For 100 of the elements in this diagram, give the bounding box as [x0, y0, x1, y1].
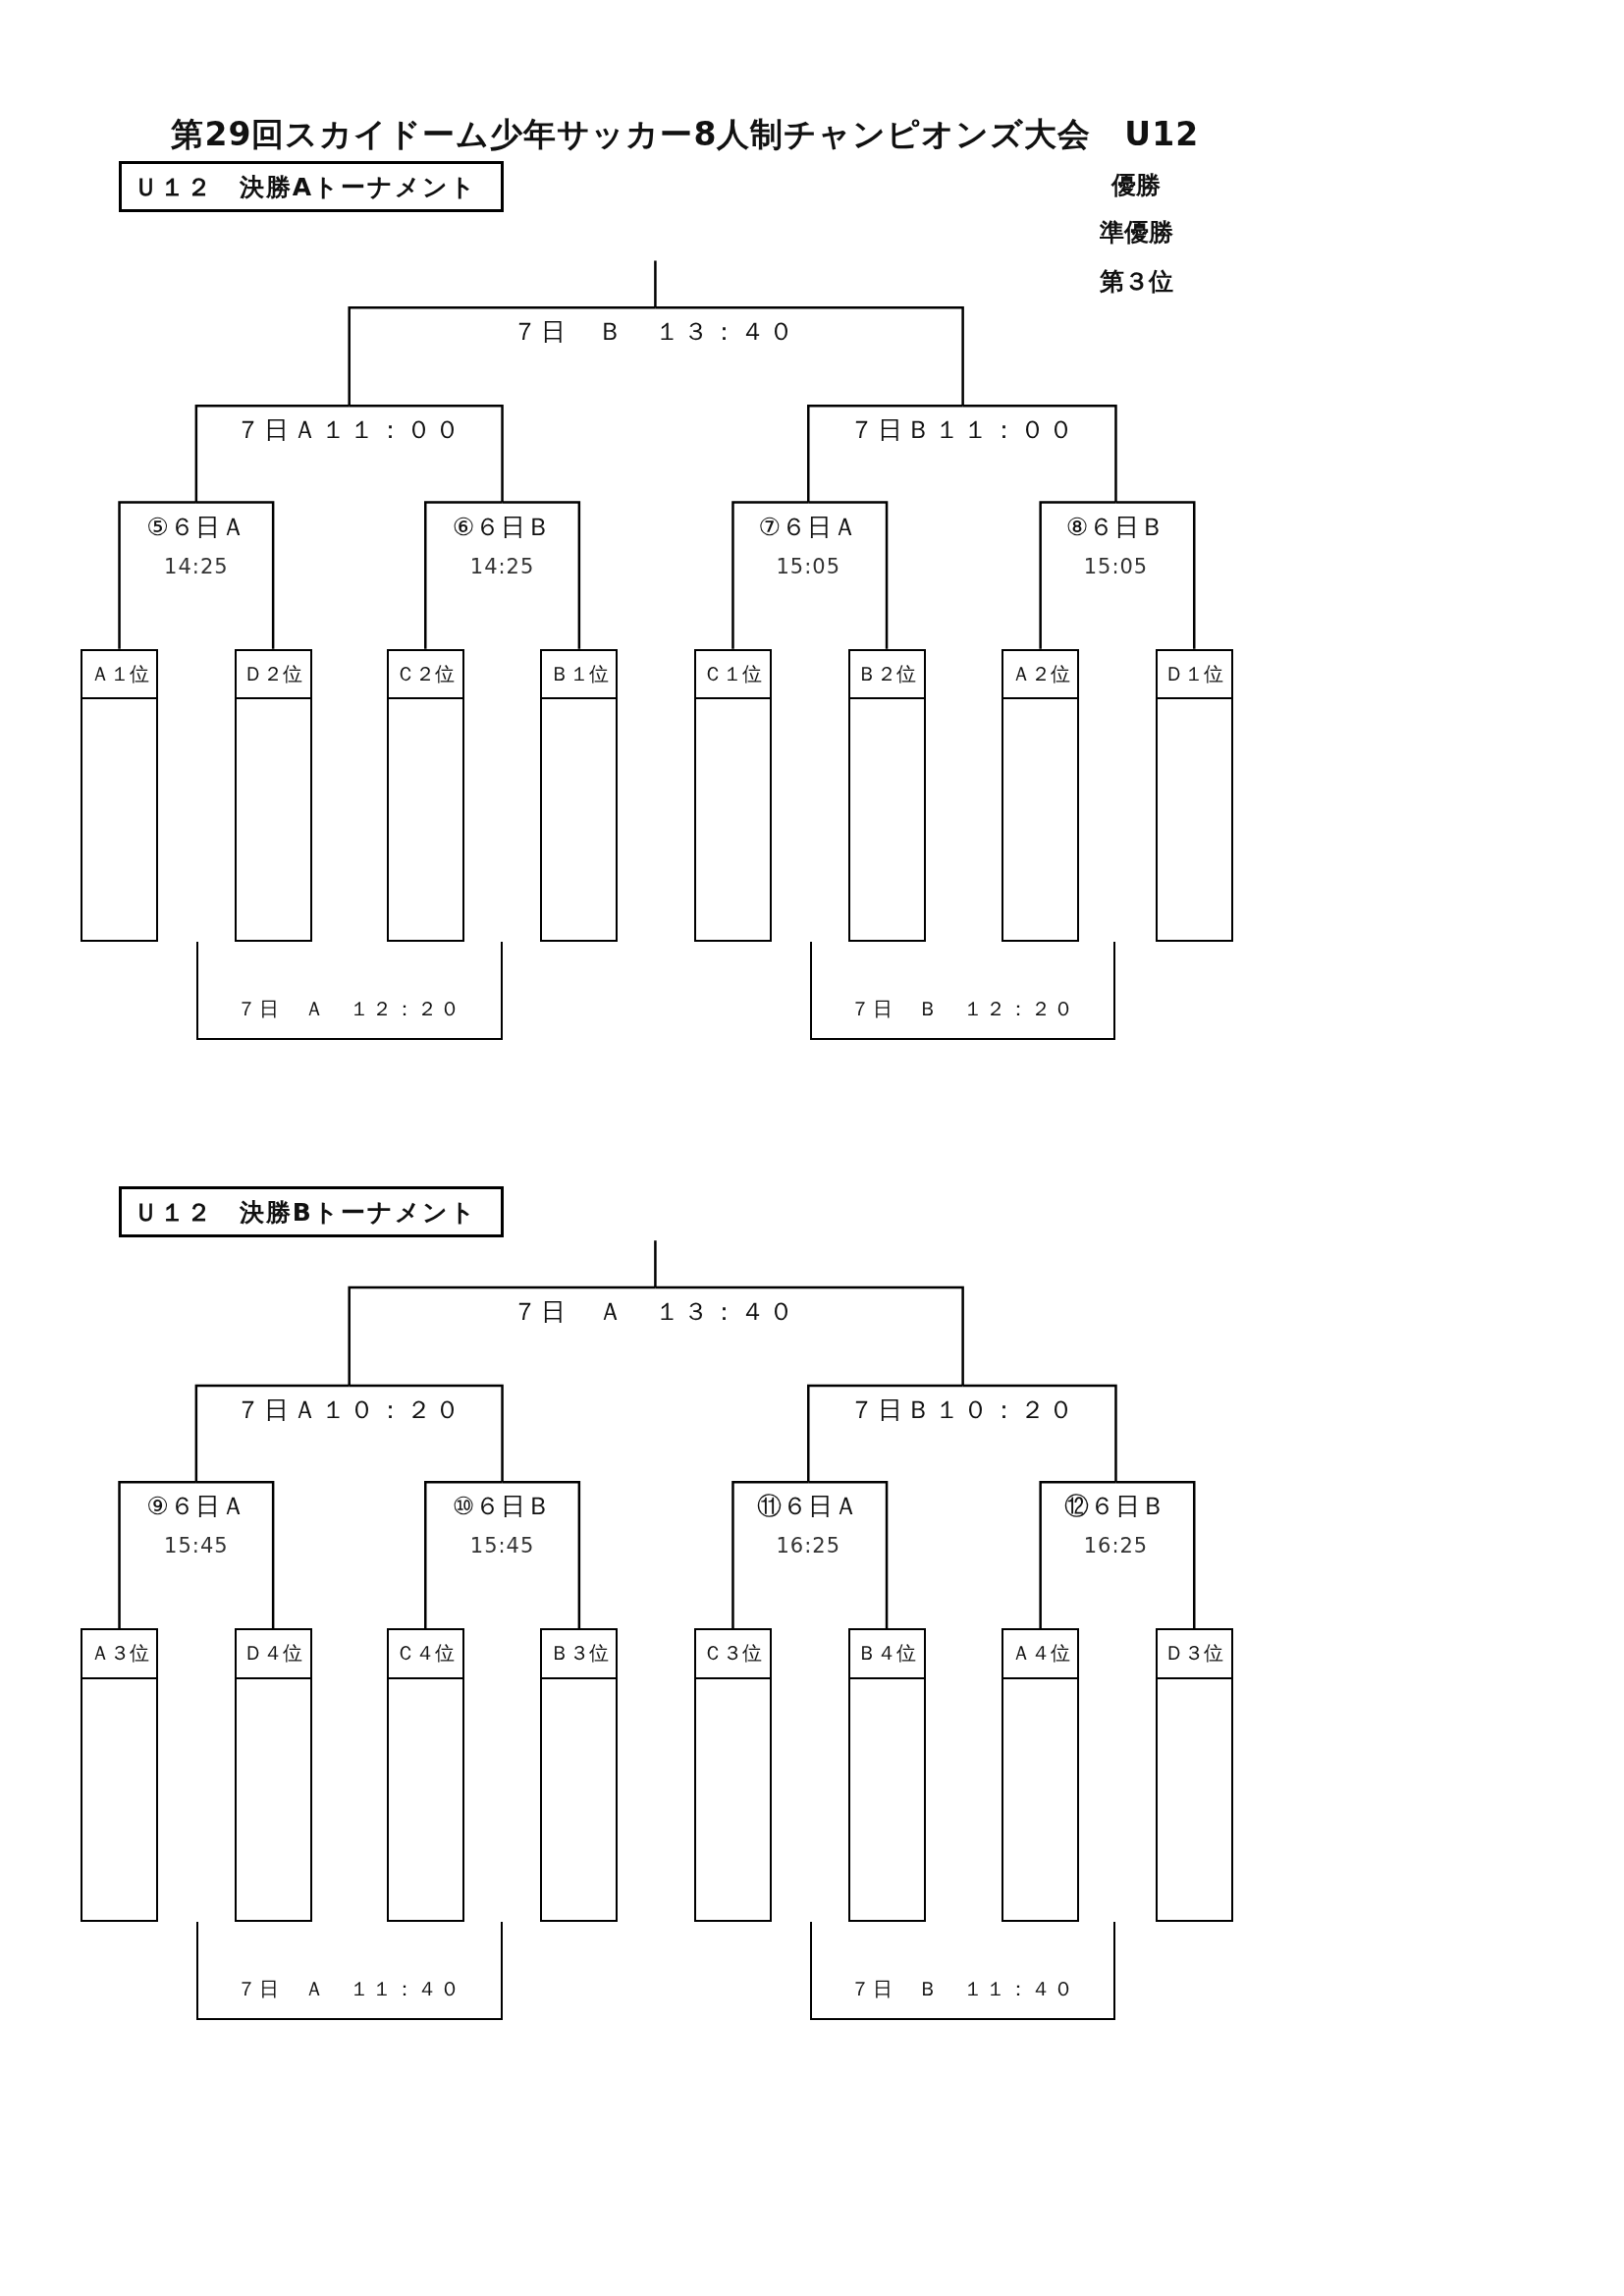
- bracket-line: [349, 404, 504, 503]
- team-box: [847, 1628, 926, 1922]
- bracket-line: [424, 501, 503, 649]
- consolation-bracket: [195, 942, 503, 1040]
- bracket-line: [654, 260, 657, 308]
- bracket-line: [731, 501, 809, 649]
- bracket-line: [962, 1384, 1117, 1483]
- bracket-line: [1115, 1481, 1196, 1629]
- slot-label: Ｄ２位: [236, 650, 310, 700]
- section-heading: Ｕ１２ 決勝Aトーナメント: [133, 171, 478, 203]
- slot-label: Ａ３位: [82, 1630, 157, 1680]
- match-time: ７日 Ａ １１：４０: [235, 1975, 463, 2002]
- match-label: ⑦６日Ａ: [757, 511, 859, 543]
- bracket-line: [807, 404, 963, 503]
- team-box: [540, 648, 619, 942]
- bracket-line: [502, 1481, 581, 1629]
- match-time: ７日 Ａ １２：２０: [235, 996, 463, 1023]
- ranking-label: 優勝: [1110, 169, 1163, 201]
- bracket-line: [195, 1481, 275, 1629]
- match-time: 15:05: [775, 554, 841, 578]
- team-box: [1001, 648, 1080, 942]
- bracket-line: [348, 1285, 656, 1386]
- match-label: ⑩６日Ｂ: [451, 1491, 554, 1523]
- bracket-line: [118, 1481, 196, 1629]
- match-label: ７日Ｂ１１：００: [847, 414, 1078, 447]
- slot-label: Ｂ４位: [849, 1630, 924, 1680]
- slot-label: Ｄ３位: [1157, 1630, 1231, 1680]
- bracket-line: [502, 501, 581, 649]
- match-label: ７日Ａ１１：００: [234, 414, 464, 447]
- consolation-bracket: [809, 942, 1116, 1040]
- team-box: [81, 648, 159, 942]
- match-label: ⑥６日Ｂ: [451, 511, 554, 543]
- slot-label: Ｃ１位: [695, 650, 770, 700]
- team-box: [386, 1628, 464, 1922]
- ranking-label: 第３位: [1098, 266, 1174, 299]
- slot-label: Ｄ１位: [1157, 650, 1231, 700]
- team-box: [81, 1628, 159, 1922]
- team-box: [234, 648, 312, 942]
- bracket-line: [194, 1384, 350, 1483]
- consolation-bracket: [195, 1921, 503, 2020]
- bracket-line: [962, 404, 1117, 503]
- match-label: ⑧６日Ｂ: [1064, 511, 1167, 543]
- bracket-line: [424, 1481, 503, 1629]
- match-time: 15:45: [163, 1534, 230, 1558]
- slot-label: Ｃ４位: [388, 1630, 462, 1680]
- ranking-label: 準優勝: [1098, 216, 1174, 248]
- team-box: [234, 1628, 312, 1922]
- heading-box: [118, 161, 505, 213]
- match-time: 16:25: [775, 1534, 841, 1558]
- bracket-line: [348, 305, 656, 407]
- slot-label: Ｂ２位: [849, 650, 924, 700]
- match-time: 15:45: [468, 1534, 536, 1558]
- match-label: ７日 Ａ １３：４０: [512, 1295, 799, 1328]
- bracket-line: [1115, 501, 1196, 649]
- bracket-line: [1039, 1481, 1116, 1629]
- bracket-line: [655, 305, 964, 407]
- match-label: ７日Ａ１０：２０: [234, 1394, 464, 1426]
- bracket-line: [1039, 501, 1116, 649]
- bracket-line: [194, 404, 350, 503]
- consolation-bracket: [809, 1921, 1116, 2020]
- bracket-line: [195, 501, 275, 649]
- slot-label: Ｂ３位: [542, 1630, 617, 1680]
- slot-label: Ａ４位: [1003, 1630, 1078, 1680]
- slot-label: Ｃ２位: [388, 650, 462, 700]
- match-time: 16:25: [1082, 1534, 1150, 1558]
- page-title: 第29回スカイドーム少年サッカー8人制チャンピオンズ大会 U12: [171, 113, 1200, 155]
- match-time: 15:05: [1082, 554, 1150, 578]
- team-box: [1155, 648, 1233, 942]
- bracket-line: [808, 501, 889, 649]
- match-time: ７日 Ｂ １１：４０: [848, 1975, 1077, 2002]
- slot-label: Ｄ４位: [236, 1630, 310, 1680]
- match-label: ７日 Ｂ １３：４０: [512, 316, 799, 349]
- team-box: [693, 1628, 772, 1922]
- bracket-line: [118, 501, 196, 649]
- match-label: ⑨６日Ａ: [145, 1491, 247, 1523]
- bracket-line: [731, 1481, 809, 1629]
- match-time: 14:25: [163, 554, 230, 578]
- match-time: ７日 Ｂ １２：２０: [848, 996, 1077, 1023]
- bracket-line: [655, 1285, 964, 1386]
- bracket-line: [349, 1384, 504, 1483]
- slot-label: Ａ２位: [1003, 650, 1078, 700]
- slot-label: Ａ１位: [82, 650, 157, 700]
- team-box: [540, 1628, 619, 1922]
- team-box: [1001, 1628, 1080, 1922]
- team-box: [386, 648, 464, 942]
- team-box: [1155, 1628, 1233, 1922]
- team-box: [847, 648, 926, 942]
- team-box: [693, 648, 772, 942]
- section-heading: Ｕ１２ 決勝Bトーナメント: [133, 1196, 477, 1229]
- bracket-line: [808, 1481, 889, 1629]
- match-time: 14:25: [468, 554, 536, 578]
- bracket-line: [654, 1240, 657, 1287]
- match-label: ⑫６日Ｂ: [1063, 1491, 1168, 1523]
- slot-label: Ｃ３位: [695, 1630, 770, 1680]
- match-label: ⑪６日Ａ: [756, 1491, 861, 1523]
- match-label: ７日Ｂ１０：２０: [847, 1394, 1078, 1426]
- bracket-line: [807, 1384, 963, 1483]
- slot-label: Ｂ１位: [542, 650, 617, 700]
- match-label: ⑤６日Ａ: [145, 511, 247, 543]
- heading-box: [118, 1186, 505, 1238]
